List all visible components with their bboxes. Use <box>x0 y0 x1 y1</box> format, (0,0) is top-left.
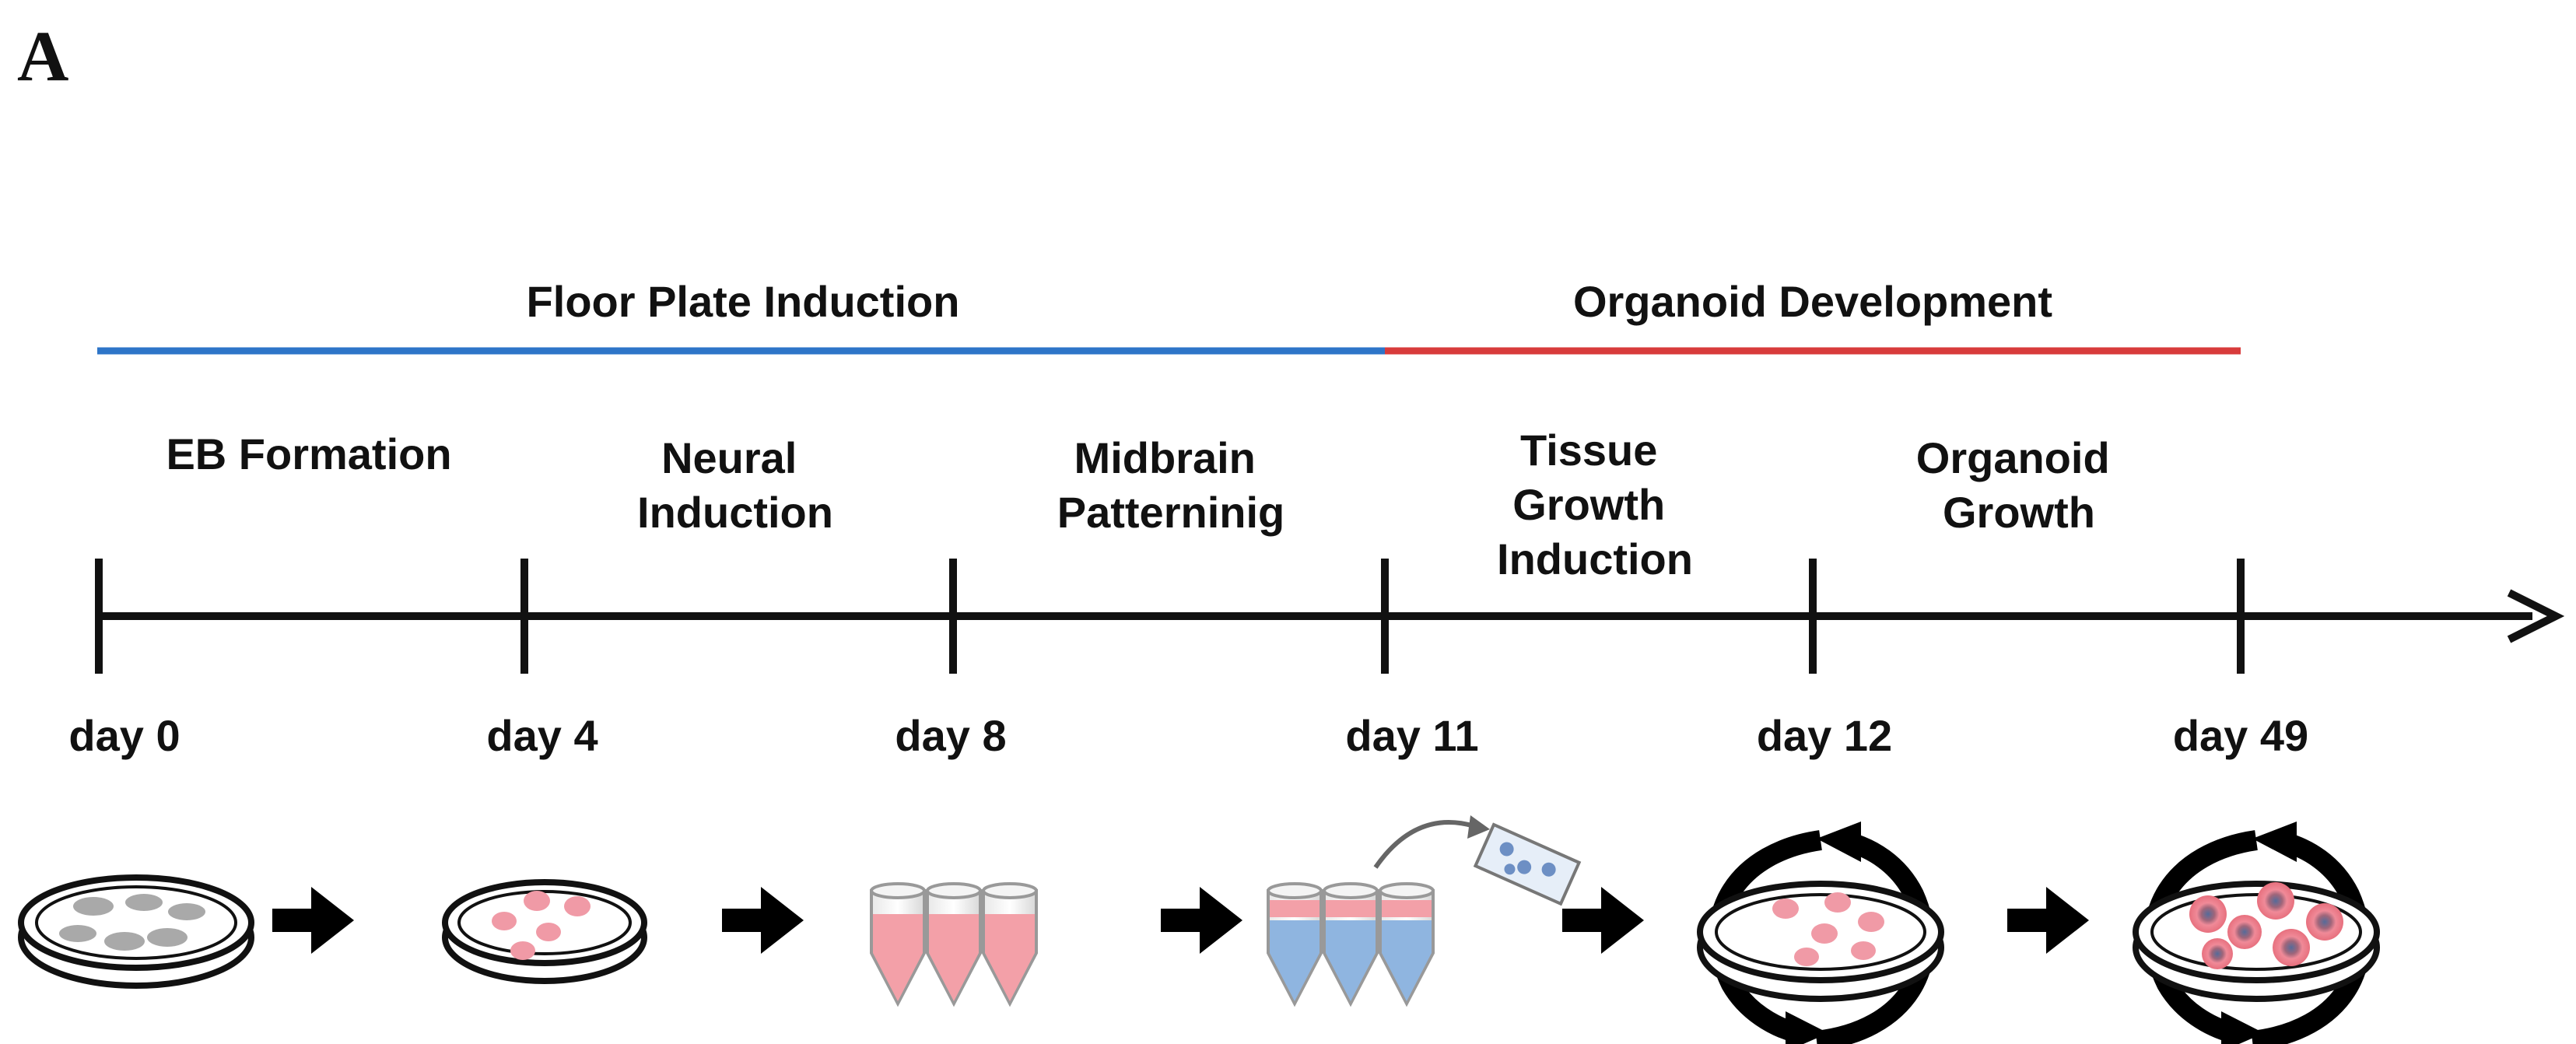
stage-label-tissue-growth-induction: Tissue Growth Induction <box>1497 426 1693 583</box>
matrigel-slide-icon <box>1473 822 1582 906</box>
culture-dish-pink-cells-icon <box>442 879 647 984</box>
process-arrows <box>272 887 2089 954</box>
right-arrow-icon <box>722 887 804 954</box>
day-label: day 0 <box>68 711 180 760</box>
timeline-axis <box>95 559 2565 674</box>
right-arrow-icon <box>272 887 354 954</box>
day-label: day 49 <box>2173 711 2308 760</box>
stage-label-midbrain-patterning: Midbrain Patterninig <box>1057 433 1284 537</box>
orbital-shaker-dish-icon <box>1697 822 1944 1044</box>
phase-bars: Floor Plate Induction Organoid Developme… <box>97 277 2241 355</box>
day-labels: day 0 day 4 day 8 day 11 day 12 day 49 <box>68 711 2308 760</box>
conical-tubes-transfer-to-matrigel-icon <box>1267 815 1582 1007</box>
right-arrow-icon <box>2007 887 2089 954</box>
right-arrow-icon <box>1562 887 1644 954</box>
stage-label-neural-induction: Neural Induction <box>637 433 833 537</box>
timeline-arrowhead-icon <box>2507 589 2565 643</box>
orbital-shaker-organoids-icon <box>2133 822 2380 1044</box>
right-arrow-icon <box>1161 887 1242 954</box>
stage-label-organoid-growth: Organoid Growth <box>1916 433 2122 537</box>
day-label: day 11 <box>1345 711 1478 760</box>
day-label: day 4 <box>486 711 598 760</box>
stage-label-eb-formation: EB Formation <box>166 429 451 478</box>
floor-plate-phase-label: Floor Plate Induction <box>527 277 960 326</box>
conical-tubes-pink-medium-icon <box>870 882 1038 1007</box>
panel-label: A <box>17 16 68 96</box>
transfer-arrow-icon <box>1373 820 1475 869</box>
day-label: day 12 <box>1757 711 1892 760</box>
stage-labels: EB Formation Neural Induction Midbrain P… <box>166 426 2122 583</box>
organoid-development-phase-label: Organoid Development <box>1573 277 2052 326</box>
culture-dish-gray-cells-icon <box>18 874 254 989</box>
day-label: day 8 <box>895 711 1006 760</box>
